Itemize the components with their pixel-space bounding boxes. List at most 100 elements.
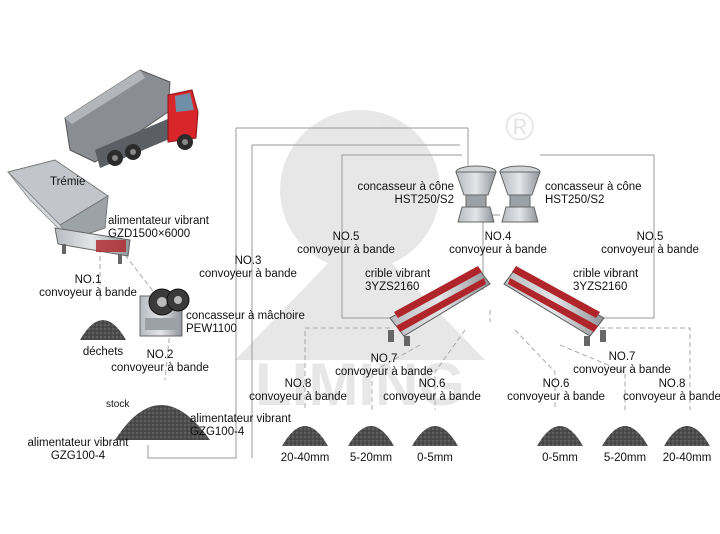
product-label-2: 5-20mm [349,452,393,464]
feeder-right-label: alimentateur vibrant GZG100-4 [190,413,291,439]
material-piles [80,320,710,446]
cone-crusher-right [499,165,541,223]
conv5-right-no: NO.5 [636,231,664,243]
conv6-left-label: NO.6 convoyeur à bande [383,378,481,404]
pile-stock [115,405,210,440]
hopper [7,159,109,241]
cone-right-label: concasseur à cône HST250/S2 [545,181,642,207]
product-label-6: 20-40mm [662,452,712,464]
conv6-right-no: NO.6 [542,378,570,390]
watermark: LIMING ® [235,105,534,418]
screen-left-label: crible vibrant 3YZS2160 [365,268,430,294]
conv5-right-line [540,154,655,319]
conv6-right-name: convoyeur à bande [507,391,605,403]
conv4-label: NO.4 convoyeur à bande [449,231,547,257]
conv2-no: NO.2 [146,349,174,361]
vibrating-feeder [54,227,131,264]
jaw-crusher-model: PEW1100 [186,323,237,335]
vibrating-screen-right [503,266,606,346]
pile-2 [348,426,394,446]
conv7-left-label: NO.7 convoyeur à bande [335,353,433,379]
feeder-left-name: alimentateur vibrant [27,437,129,449]
feeder-label: alimentateur vibrant GZD1500×6000 [108,215,209,241]
pile-5 [602,426,648,446]
conv8-right-no: NO.8 [658,378,686,390]
conv4-name: convoyeur à bande [449,244,547,256]
dashed-flows [99,248,691,410]
cone-crusher-left [455,165,497,223]
cone-left-label: concasseur à cône HST250/S2 [357,181,454,207]
feeder-left-label: alimentateur vibrant GZG100-4 [28,437,129,463]
watermark-symbol: ® [505,105,534,149]
conv7-left-flow [371,344,421,410]
jaw-crusher-label: concasseur à mâchoire PEW1100 [186,310,305,336]
pile-1 [282,426,328,446]
feeder-model: GZD1500×6000 [108,228,191,240]
conv6-right-label: NO.6 convoyeur à bande [507,378,605,404]
conv5-left-line [341,154,462,319]
feeder-left-model: GZG100-4 [50,450,106,462]
conveyor-lines [147,127,655,459]
feeder-right-name: alimentateur vibrant [190,413,291,425]
conv7-left-no: NO.7 [370,353,398,365]
hopper-label: Trémie [50,176,86,188]
conv6-left-name: convoyeur à bande [383,391,481,403]
screen-left-name: crible vibrant [365,268,431,280]
conv7-right-no: NO.7 [608,351,636,363]
screen-left-model: 3YZS2160 [365,281,420,293]
feeder-right-model: GZG100-4 [190,426,245,438]
conv2-label: NO.2 convoyeur à bande [111,349,209,375]
conv6-right-flow [514,329,556,410]
conv1-name: convoyeur à bande [39,287,137,299]
pile-3 [412,426,458,446]
product-label-3: 0-5mm [417,452,453,464]
product-label-4: 0-5mm [542,452,578,464]
conv3-name: convoyeur à bande [199,268,297,280]
conv8-left-flow [304,327,390,410]
conv6-left-flow [434,329,466,410]
jaw-crusher-name: concasseur à mâchoire [186,310,305,322]
cone-right-name: concasseur à cône [545,181,642,193]
conv6-left-no: NO.6 [418,378,446,390]
conv5-left-label: NO.5 convoyeur à bande [297,231,395,257]
conv3-line [147,127,469,459]
cone-left-name: concasseur à cône [357,181,454,193]
screen-right-name: crible vibrant [573,268,639,280]
waste-label: déchets [82,346,124,358]
conv2-flow [124,254,161,301]
stock-label: stock [106,399,130,410]
conv3-label: NO.3 convoyeur à bande [199,255,297,281]
conv8-left-label: NO.8 convoyeur à bande [249,378,347,404]
cone-left-model: HST250/S2 [394,194,454,206]
conv4-no: NO.4 [484,231,512,243]
conv7-right-name: convoyeur à bande [573,364,671,376]
vibrating-screen-left [388,266,491,346]
conv5-left-no: NO.5 [332,231,360,243]
stock-flow [164,329,171,381]
conv8-right-label: NO.8 convoyeur à bande [623,378,720,404]
watermark-text: LIMING [255,351,465,418]
conv2-name: convoyeur à bande [111,362,209,374]
conv1-no: NO.1 [74,274,102,286]
conv3-inner-line [251,144,460,458]
pile-waste [80,320,126,340]
pile-6 [664,426,710,446]
conv7-right-label: NO.7 convoyeur à bande [573,351,671,377]
conv8-left-no: NO.8 [284,378,312,390]
conv8-right-name: convoyeur à bande [623,391,720,403]
product-label-1: 20-40mm [280,452,330,464]
jaw-crusher [139,288,190,337]
screen-right-label: crible vibrant 3YZS2160 [573,268,638,294]
conv8-left-name: convoyeur à bande [249,391,347,403]
conv8-right-flow [600,327,691,410]
product-label-5: 5-20mm [603,452,647,464]
conv5-left-name: convoyeur à bande [297,244,395,256]
cone-right-model: HST250/S2 [545,194,605,206]
dump-truck [64,69,199,168]
pile-4 [537,426,583,446]
conv1-label: NO.1 convoyeur à bande [39,274,137,300]
screen-right-model: 3YZS2160 [573,281,628,293]
conv5-right-label: NO.5 convoyeur à bande [601,231,699,257]
